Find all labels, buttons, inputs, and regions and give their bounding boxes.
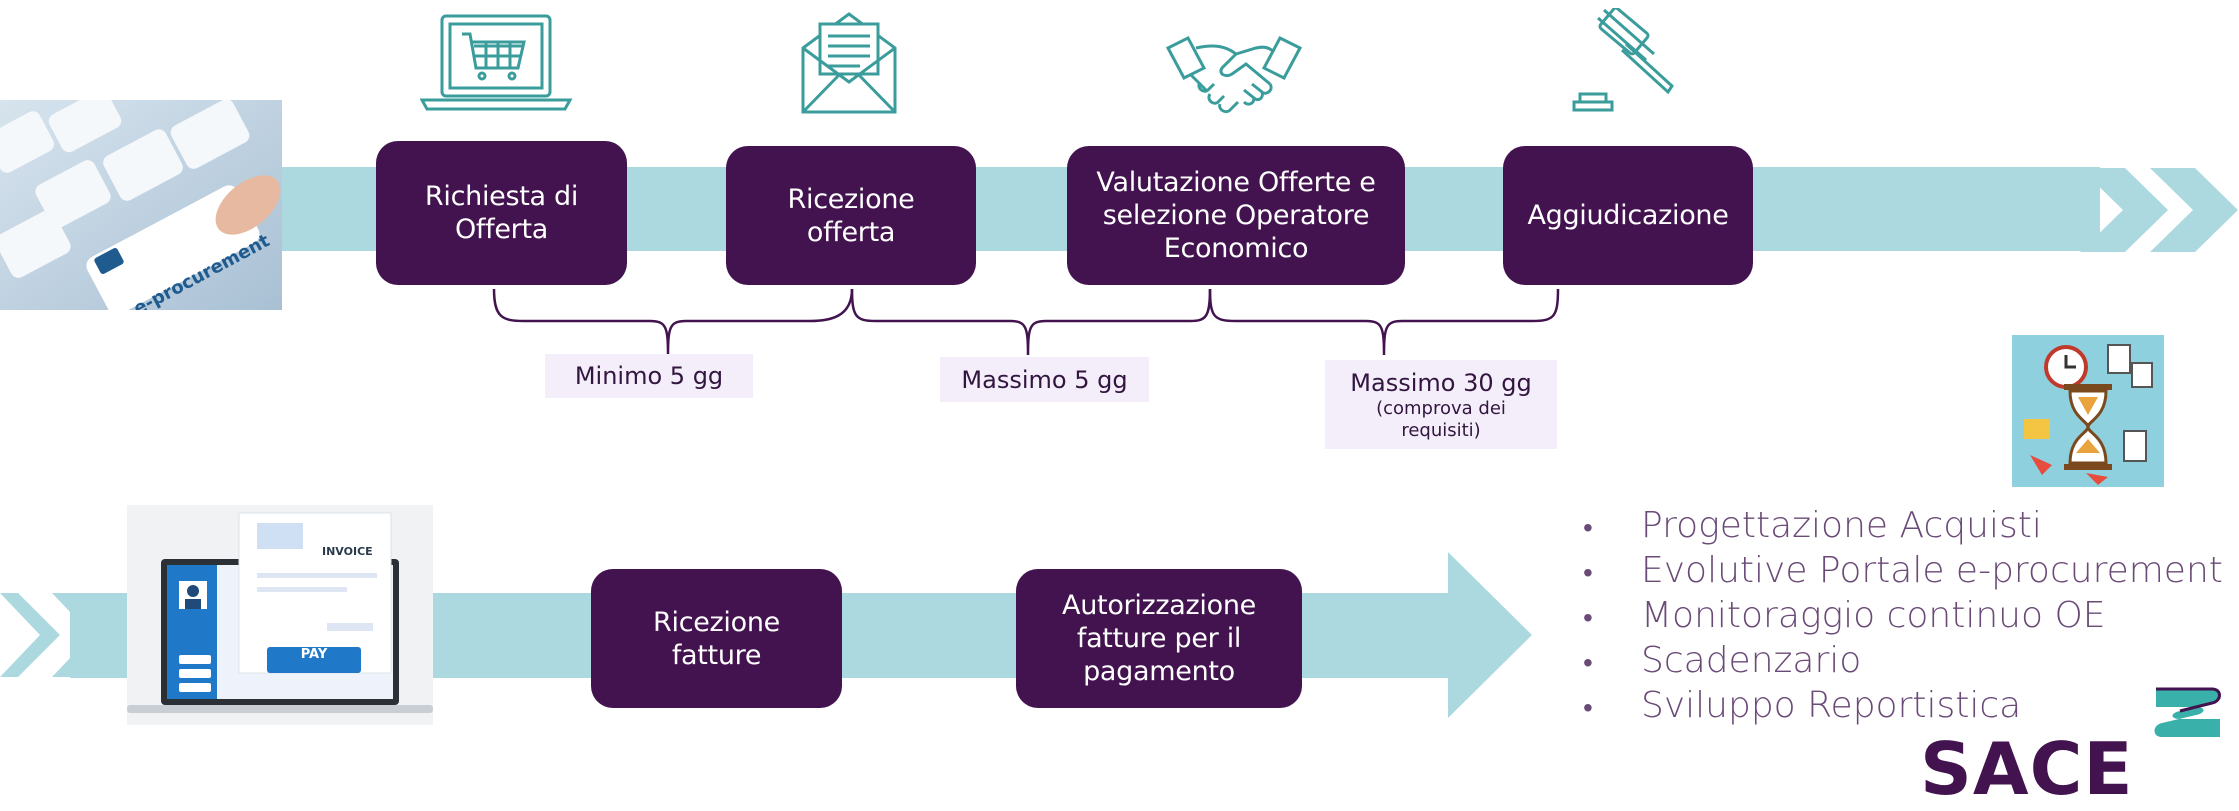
activities-list: •Progettazione Acquisti •Evolutive Porta… [1583,503,2223,728]
sace-logo-mark [2154,687,2221,737]
duration-main: Massimo 5 gg [961,365,1128,394]
step-label: Ricezione offerta [787,183,915,248]
step-label: Valutazione Offerte e selezione Operator… [1096,167,1376,264]
activity-item: •Scadenzario [1583,640,1862,681]
activity-item: •Progettazione Acquisti [1583,505,2042,546]
sace-logo-text: SACE [1920,727,2134,811]
activity-item: •Monitoraggio continuo OE [1583,595,2106,636]
activity-label: Scadenzario [1641,640,1862,681]
top-flow-chevrons [2080,168,2238,252]
activity-label: Evolutive Portale e-procurement [1641,550,2223,591]
bottom-flow-chevrons [0,593,114,677]
step-ricezione-offerta: Ricezione offerta [726,146,976,285]
gavel-icon [1572,8,1674,112]
step-richiesta-offerta: Richiesta di Offerta [376,141,627,285]
step-ricezione-fatture: Ricezione fatture [591,569,842,708]
duration-note: (comprova dei requisiti) [1376,397,1506,441]
hourglass-schedule-image [2012,335,2164,487]
pay-button-label: PAY [300,647,328,662]
duration-main: Minimo 5 gg [574,362,724,390]
invoice-header-text: INVOICE [322,545,373,558]
step-label: Aggiudicazione [1527,200,1729,231]
handshake-icon [1166,36,1302,114]
bottom-flow-arrowhead [1448,552,1532,718]
step-label: Autorizzazione fatture per il pagamento [1062,590,1256,687]
step-autorizzazione-fatture: Autorizzazione fatture per il pagamento [1016,569,1302,708]
step-valutazione-offerte: Valutazione Offerte e selezione Operator… [1067,146,1405,285]
activity-label: Sviluppo Reportistica [1641,685,2022,726]
duration-massimo-5gg: Massimo 5 gg [940,357,1149,402]
e-procurement-keyboard-image: e-procurement [0,100,282,310]
step-label: Richiesta di Offerta [424,181,579,245]
step-aggiudicazione: Aggiudicazione [1503,146,1753,285]
duration-massimo-30gg: Massimo 30 gg (comprova dei requisiti) [1325,360,1557,449]
duration-main: Massimo 30 gg [1350,368,1532,397]
duration-braces [492,288,1560,356]
step-label: Ricezione fatture [653,606,780,671]
activity-item: •Sviluppo Reportistica [1583,685,2022,726]
invoice-laptop-image [127,505,433,725]
envelope-letter-icon [801,12,897,114]
laptop-cart-icon [420,14,573,111]
activity-label: Monitoraggio continuo OE [1641,595,2106,636]
duration-minimo-5gg: Minimo 5 gg [545,354,753,398]
activity-item: •Evolutive Portale e-procurement [1583,550,2223,591]
activity-label: Progettazione Acquisti [1641,505,2042,546]
